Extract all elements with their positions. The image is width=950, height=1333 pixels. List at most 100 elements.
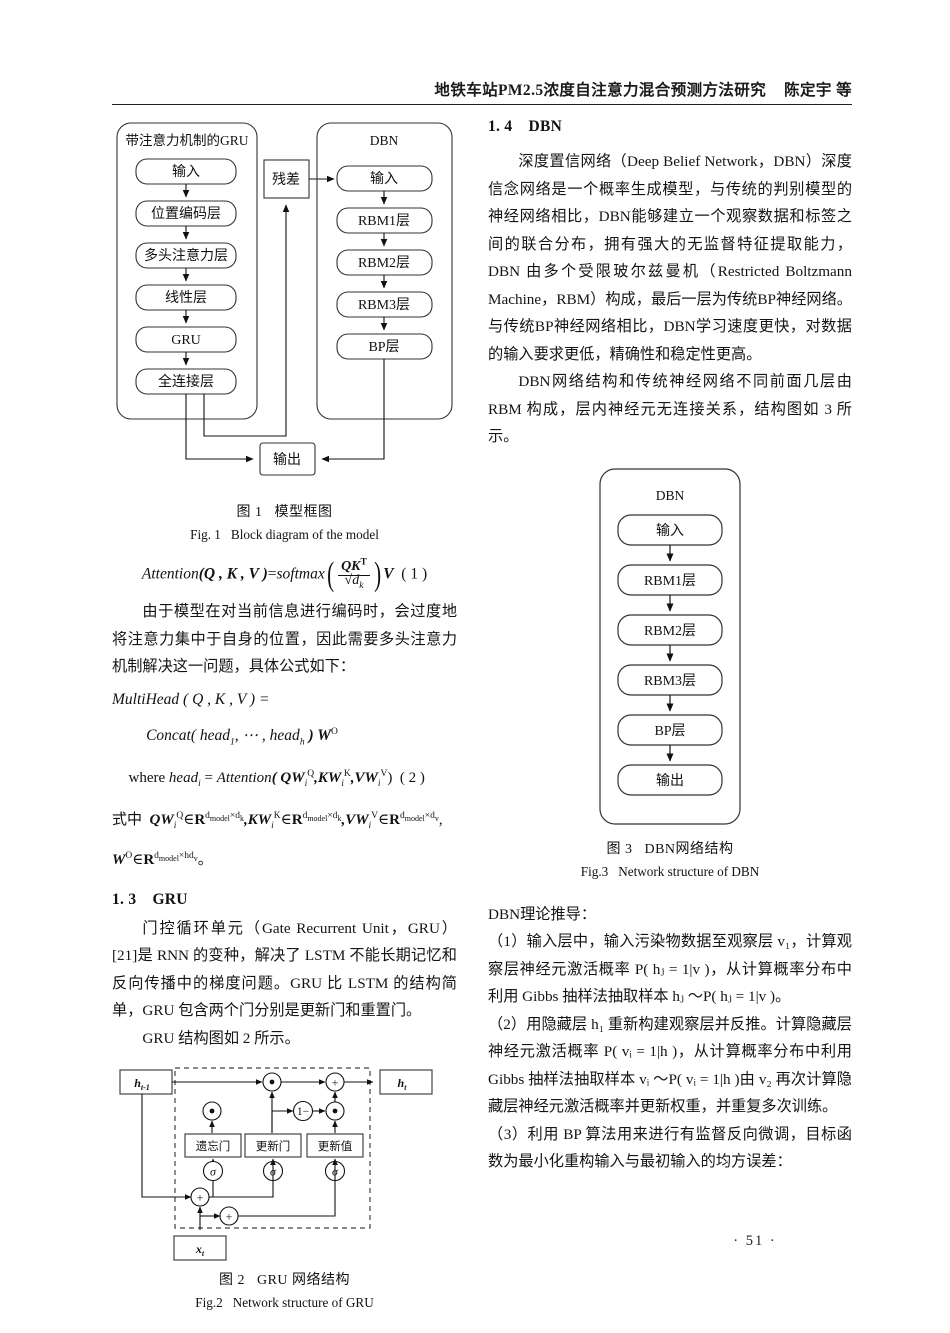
fig2-gate-forget-box: 遗忘门 xyxy=(184,1133,242,1158)
eq1-numerator-sup: T xyxy=(360,557,367,567)
fig2-add-glyph: + xyxy=(332,1078,339,1090)
fig1-caption-en-num: Fig. 1 xyxy=(190,527,221,542)
fig2-caption-cn-text: GRU 网络结构 xyxy=(256,1273,351,1289)
fig1-gru-node-label: 全连接层 xyxy=(158,373,214,390)
fig2-gate-forget-label: 遗忘门 xyxy=(196,1139,231,1153)
fig3-node-0: 输入 xyxy=(617,513,723,546)
fig2-op-add-lower-left: + xyxy=(190,1187,210,1207)
fig3-group-container xyxy=(599,467,741,825)
eq2-number: ( 2 ) xyxy=(399,769,425,786)
fig1-residual-label: 残差 xyxy=(272,172,300,188)
fig1-gru-node-label: 多头注意力层 xyxy=(144,247,228,264)
eq2-note-prefix: 式中 xyxy=(112,811,143,828)
equation-2-note-line2: WO∈Rdmodel×hdv。 xyxy=(112,850,213,868)
paragraph-dbn-2: DBN网络结构和传统神经网络不同前面几层由 RBM 构成，层内神经元无连接关系，… xyxy=(488,373,852,445)
page-number: · 51 · xyxy=(733,1233,777,1249)
dbn-theory-step-2: （2）用隐藏层 h₁ 重新构建观察层并反推。计算隐藏层神经元激活概率 P( vᵢ… xyxy=(488,1015,852,1116)
fig3-node-label: RBM1层 xyxy=(644,574,696,589)
fig1-caption-cn-text: 模型框图 xyxy=(274,505,333,520)
paragraph-dbn-1: 深度置信网络（Deep Belief Network，DBN）深度信念网络是一个… xyxy=(488,153,852,363)
fig3-caption-en-text: Network structure of DBN xyxy=(618,863,760,879)
fig1-dbn-node-0: 输入 xyxy=(336,165,433,192)
fig2-hprev-sub: t-1 xyxy=(141,1083,150,1092)
fig1-dbn-node-label: 输入 xyxy=(370,171,398,187)
figure-2-gru-structure: ht-1 ht + xyxy=(112,1058,457,1266)
fig2-gate-update-box: 更新门 xyxy=(244,1133,302,1158)
figure-1-model-block-diagram: 带注意力机制的GRU 输入 位置编码层 多头注意力层 xyxy=(112,118,457,496)
equation-2-line-3: where headi = Attention( QWiQ,KWiK,VWiV)… xyxy=(128,768,425,789)
fig2-input-xt-box: xt xyxy=(173,1235,227,1261)
fig3-node-5: 输出 xyxy=(617,763,723,796)
eq1-args: (Q , K , V ) xyxy=(198,565,268,583)
equation-2-line-1: MultiHead ( Q , K , V ) = xyxy=(112,685,457,715)
fig3-node-4: BP层 xyxy=(617,713,723,746)
eq1-softmax: softmax xyxy=(276,565,325,583)
fig1-gru-node-4: GRU xyxy=(135,326,237,353)
fig2-input-hprev-box: ht-1 xyxy=(119,1069,173,1095)
paragraph-gru-2: GRU 结构图如 2 所示。 xyxy=(142,1029,300,1047)
fig1-dbn-node-label: BP层 xyxy=(368,340,399,355)
fig1-dbn-node-3: RBM3层 xyxy=(336,291,433,318)
fig2-sigma-glyph: σ xyxy=(210,1165,217,1179)
fig1-caption-cn-num: 图 1 xyxy=(236,505,263,520)
eq1-den-root: d xyxy=(352,573,360,589)
fig2-gate-candidate-label: 更新值 xyxy=(318,1139,353,1153)
fig1-output-label: 输出 xyxy=(273,452,301,468)
fig2-caption-en-num: Fig.2 xyxy=(195,1295,223,1311)
fig2-add-glyph: + xyxy=(197,1193,204,1205)
paragraph-attention: 由于模型在对当前信息进行编码时，会过度地将注意力集中于自身的位置，因此需要多头注… xyxy=(112,603,457,676)
fig1-dbn-node-label: RBM1层 xyxy=(358,214,410,229)
fig3-node-label: RBM3层 xyxy=(644,674,696,689)
fig1-gru-node-label: GRU xyxy=(171,333,201,348)
eq2-sub1: 1 xyxy=(230,736,235,747)
eq1-lhs: Attention xyxy=(141,565,199,583)
eq2-sub2: h xyxy=(299,736,305,747)
eq2-sup-O: O xyxy=(330,726,338,737)
eq1-fraction: QKT√dk xyxy=(338,557,370,592)
equation-2-line-2: Concat( head1, ⋯ , headh ) WO xyxy=(112,717,457,757)
fig1-gru-node-label: 线性层 xyxy=(165,290,207,306)
fig1-gru-node-1: 位置编码层 xyxy=(135,200,237,227)
eq2-line2-mid: , ⋯ , head xyxy=(234,726,300,744)
svg-text:ht: ht xyxy=(398,1076,408,1092)
running-head-title: 地铁车站PM2.5浓度自注意力混合预测方法研究 xyxy=(434,82,767,99)
eq1-number: ( 1 ) xyxy=(401,565,428,583)
fig2-caption-cn-num: 图 2 xyxy=(218,1273,245,1289)
fig1-gru-node-3: 线性层 xyxy=(135,284,237,311)
fig1-dbn-node-label: RBM3层 xyxy=(358,298,410,313)
fig3-node-1: RBM1层 xyxy=(617,563,723,596)
svg-text:ht-1: ht-1 xyxy=(134,1076,150,1092)
fig2-gate-update-label: 更新门 xyxy=(256,1139,291,1153)
fig2-op-multiply-forget xyxy=(202,1101,222,1121)
fig3-caption-en-num: Fig.3 xyxy=(580,863,609,879)
header-rule xyxy=(112,104,852,105)
fig3-node-label: 输出 xyxy=(656,773,684,789)
dbn-theory-step-1: （1）输入层中，输入污染物数据至观察层 v₁，计算观察层神经元激活概率 P( h… xyxy=(488,933,852,1005)
running-head: 地铁车站PM2.5浓度自注意力混合预测方法研究陈定宇 等 xyxy=(112,78,852,100)
eq2-head: head xyxy=(168,769,199,786)
fig1-dbn-group-title: DBN xyxy=(370,133,399,148)
eq2-args-open: ( QW xyxy=(271,769,305,786)
dbn-theory-intro: DBN理论推导： xyxy=(488,905,597,923)
fig2-add-glyph: + xyxy=(226,1212,233,1224)
fig2-op-multiply-top xyxy=(262,1072,282,1092)
fig2-xt-sub: t xyxy=(202,1249,205,1258)
eq2-head-sub: i xyxy=(198,778,201,789)
fig2-op-add-lower-right: + xyxy=(219,1206,239,1226)
fig1-residual-box: 残差 xyxy=(263,159,310,199)
fig1-gru-group xyxy=(116,122,258,420)
fig1-gru-group-title: 带注意力机制的GRU xyxy=(125,132,248,148)
running-head-author: 陈定宇 等 xyxy=(784,82,852,99)
fig1-output-box: 输出 xyxy=(259,442,316,476)
fig1-gru-node-5: 全连接层 xyxy=(135,368,237,395)
fig3-node-label: 输入 xyxy=(656,523,684,539)
eq1-tail: V xyxy=(383,565,394,583)
eq1-equals: = xyxy=(267,565,277,583)
fig3-group-title: DBN xyxy=(656,488,685,503)
eq2-where: where xyxy=(128,769,169,786)
eq1-numerator: QK xyxy=(341,558,361,574)
fig2-op-multiply-right xyxy=(325,1101,345,1121)
